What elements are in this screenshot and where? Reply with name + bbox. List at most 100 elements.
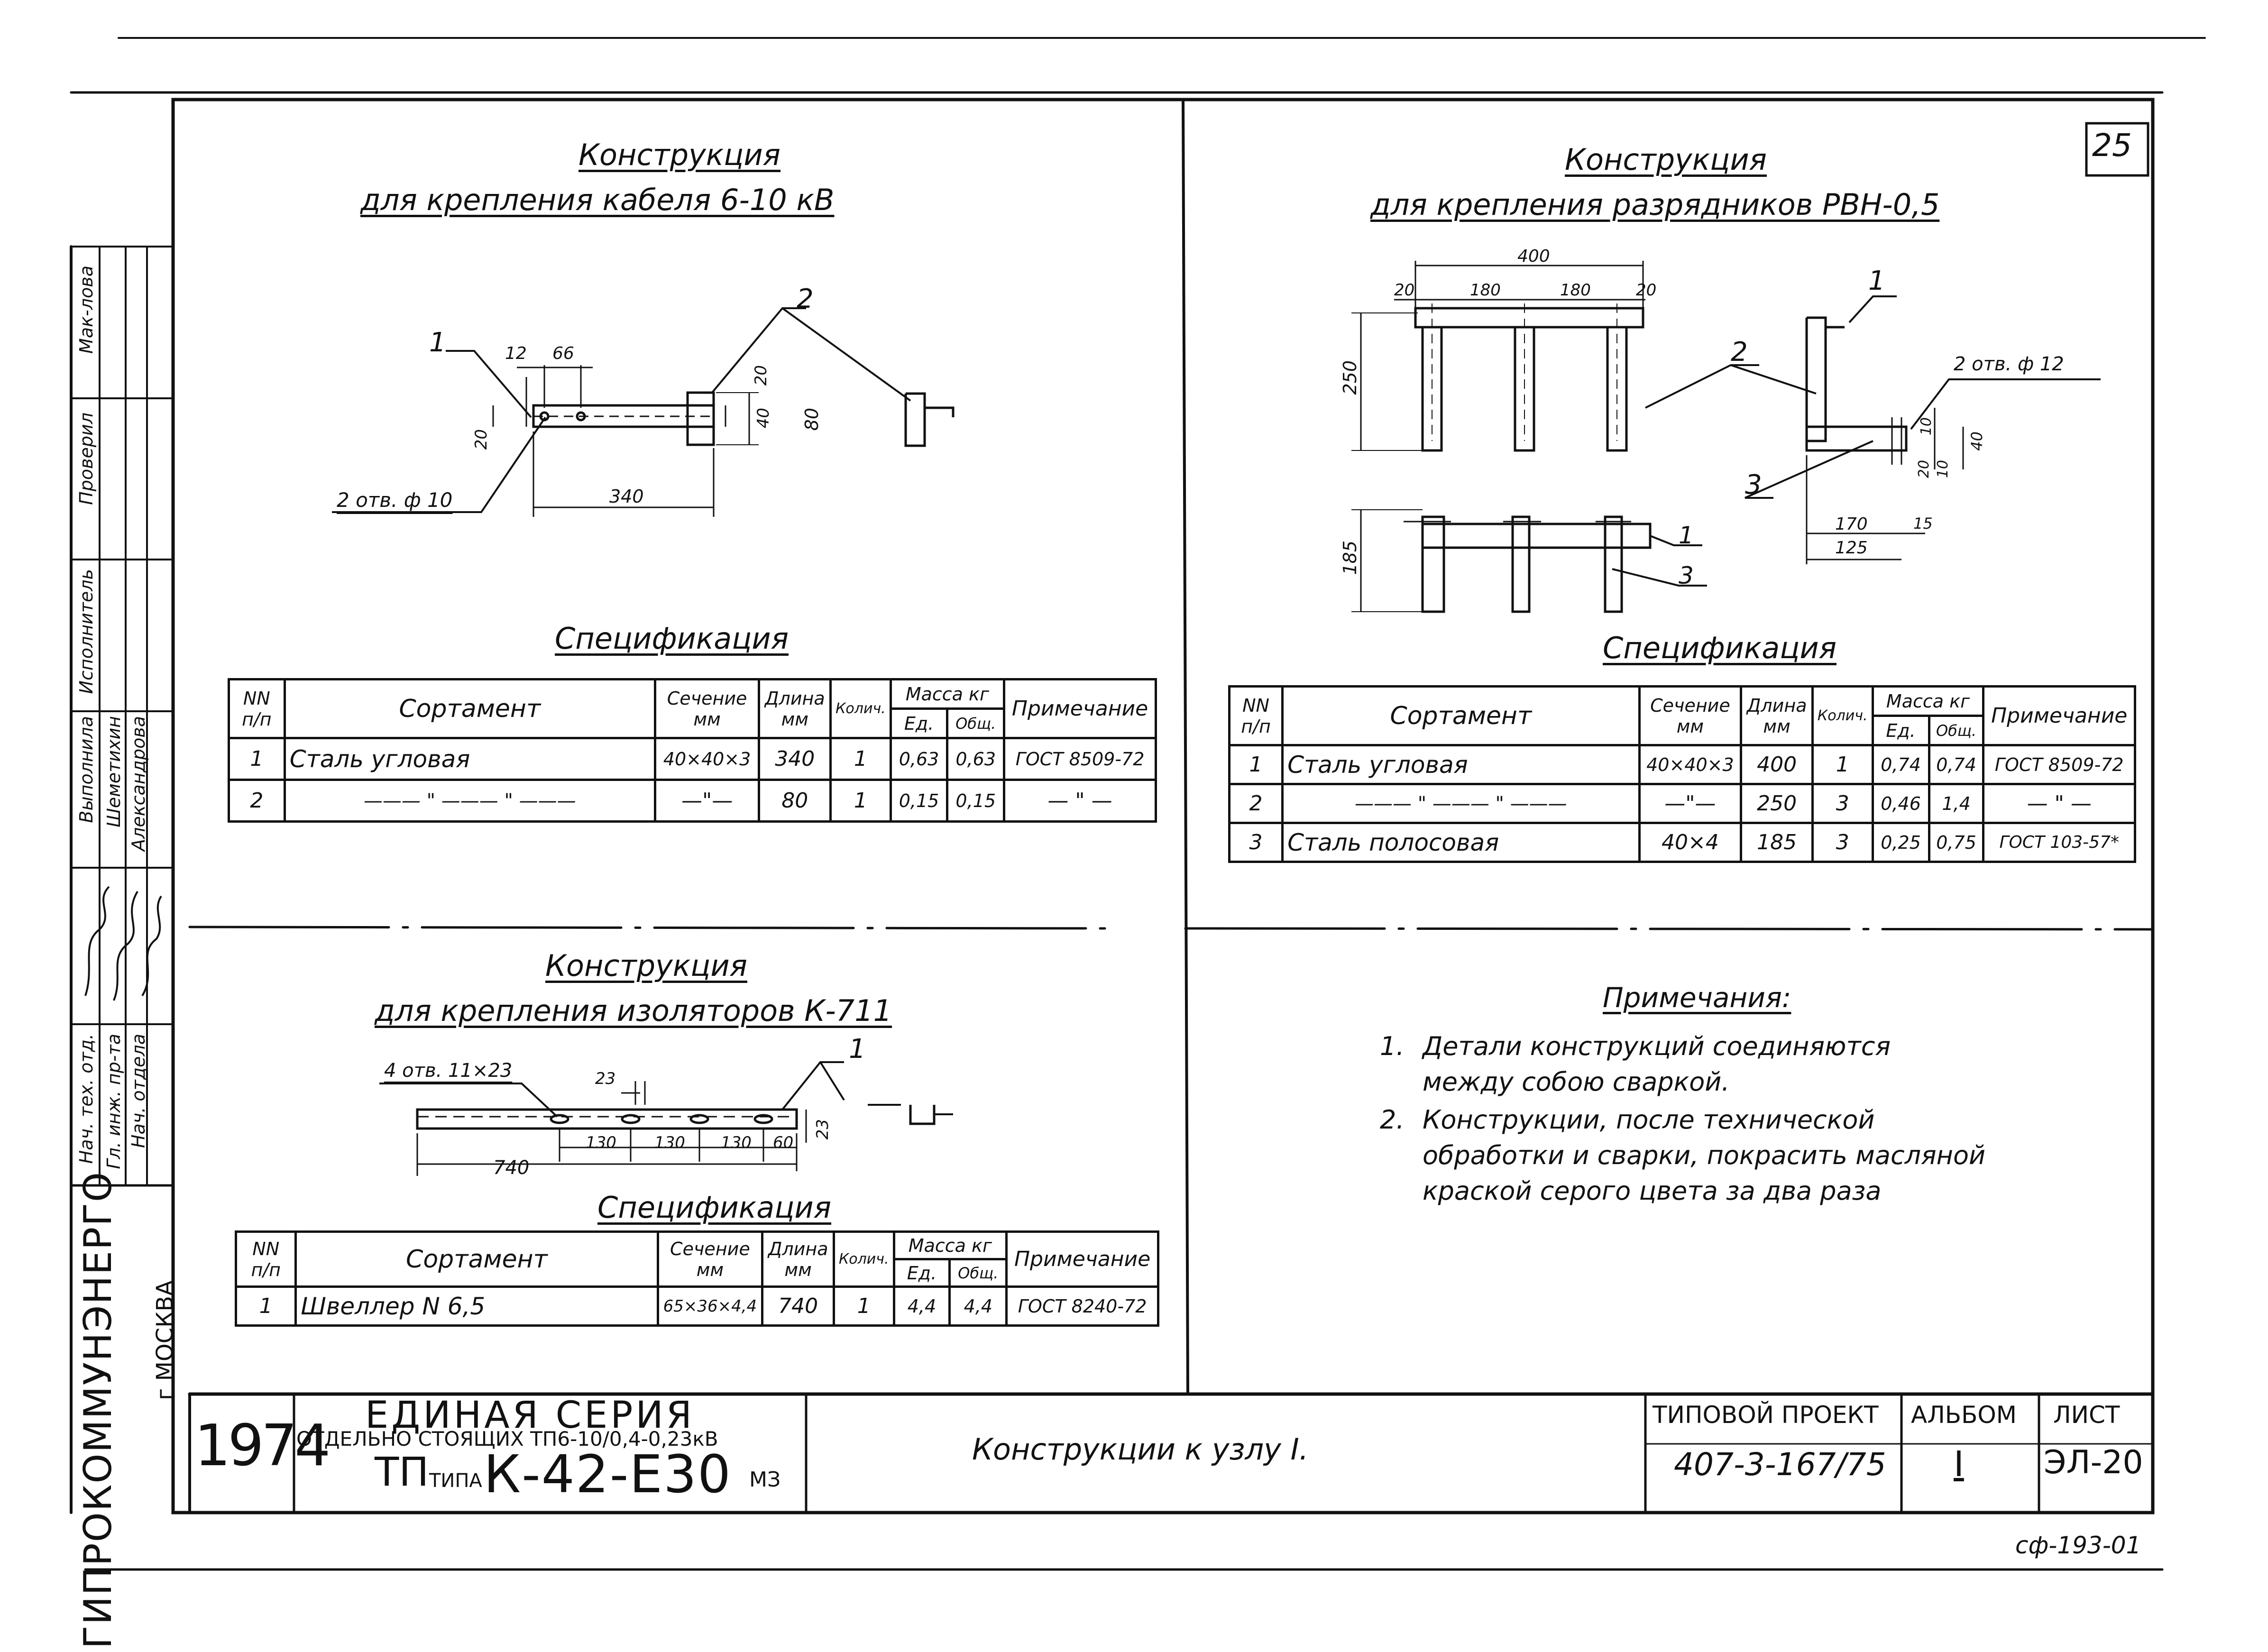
- side-name-2: Александрова: [128, 716, 149, 851]
- insulator-title-2: для крепления изоляторов К-711: [375, 993, 892, 1028]
- tb-list-label: ЛИСТ: [2053, 1401, 2120, 1429]
- arrester-callout-1a: 1: [1868, 266, 1885, 296]
- arrester-dim-40: 40: [1968, 431, 1986, 451]
- side-extra-1: Выполнила: [76, 716, 97, 823]
- spec1-title: Спецификация: [555, 621, 789, 656]
- spec3-h-obsh: Общ.: [948, 1258, 1008, 1288]
- side-org: ГИПРОКОММУНЭНЕРГО: [76, 1171, 120, 1649]
- notes-title: Примечания:: [1603, 982, 1791, 1014]
- spec1-h-ed: Ед.: [889, 707, 949, 739]
- arrester-callout-3a: 3: [1745, 469, 1762, 500]
- tb-year: 1974: [194, 1413, 331, 1479]
- note-2-line2: обработки и сварки, покрасить масляной: [1423, 1140, 1986, 1170]
- cable-dim-66: 66: [552, 344, 574, 363]
- arrester-dim-20c: 20: [1916, 460, 1932, 478]
- spec3-title: Спецификация: [597, 1190, 832, 1225]
- spec3-h-prim: Примечание: [1005, 1230, 1159, 1288]
- side-role-3: Нач. отдела: [128, 1034, 149, 1148]
- insulator-dim-130a: 130: [586, 1133, 616, 1152]
- arrester-dim-10a: 10: [1918, 417, 1935, 436]
- arrester-dim-170: 170: [1835, 514, 1868, 534]
- tb-series-1: ЕДИНАЯ СЕРИЯ: [365, 1394, 695, 1437]
- note-2-line1: Конструкции, после технической: [1423, 1105, 1875, 1135]
- note-2-line3: краской серого цвета за два раза: [1423, 1176, 1882, 1206]
- tb-project-label: ТИПОВОЙ ПРОЕКТ: [1653, 1401, 1879, 1429]
- spec1-h-sort: Сортамент: [283, 678, 656, 739]
- tb-series-3d: МЗ: [749, 1468, 781, 1492]
- cable-hole-note: 2 отв. ф 10: [337, 488, 453, 512]
- cable-dim-12: 12: [505, 344, 527, 363]
- table-row: 2 ——— " ——— " ——— —"— 80 1 0,15 0,15 — "…: [228, 779, 1157, 823]
- insulator-dim-60: 60: [773, 1133, 794, 1152]
- table-row: 3 Сталь полосовая 40×4 185 3 0,25 0,75 Г…: [1228, 822, 2136, 863]
- table-row: 1 Сталь угловая 40×40×3 340 1 0,63 0,63 …: [228, 737, 1157, 781]
- channel-bracket-drawing: [379, 1061, 953, 1176]
- cable-dim-20a: 20: [752, 365, 771, 386]
- note-1-line1: Детали конструкций соединяются: [1423, 1031, 1891, 1061]
- bottom-stamp: сф-193-01: [2015, 1532, 2141, 1559]
- tb-project-value: 407-3-167/75: [1674, 1446, 1886, 1483]
- arrester-dim-10b: 10: [1935, 460, 1951, 478]
- cable-callout-1: 1: [429, 327, 446, 358]
- arrester-callout-3b: 3: [1679, 562, 1694, 589]
- spec2-h-sort: Сортамент: [1281, 685, 1641, 746]
- insulator-callout-1: 1: [849, 1034, 866, 1065]
- arrester-callout-2: 2: [1731, 337, 1748, 367]
- spec3-h-sort: Сортамент: [294, 1230, 659, 1288]
- arrester-dim-250: 250: [1340, 360, 1360, 395]
- table-row: 2 ——— " ——— " ——— —"— 250 3 0,46 1,4 — "…: [1228, 783, 2136, 824]
- side-role-1: Нач. тех. отд.: [76, 1034, 97, 1164]
- spec3-h-ed: Ед.: [892, 1258, 951, 1288]
- signature-marks: [84, 886, 162, 1001]
- side-extra-2: Проверил: [76, 413, 97, 505]
- spec1-h-qty: Колич.: [829, 678, 892, 739]
- spec3-h-mass: Масса кг: [892, 1230, 1008, 1260]
- cable-title-1: Конструкция: [578, 138, 780, 172]
- arrester-dim-400: 400: [1517, 247, 1550, 266]
- side-name-1: Шеметихин: [103, 716, 124, 827]
- insulator-dim-130b: 130: [654, 1133, 685, 1152]
- tb-sheet-title: Конструкции к узлу I.: [972, 1432, 1309, 1467]
- arrester-dim-20a: 20: [1394, 281, 1415, 300]
- tb-list-value: ЭЛ-20: [2044, 1444, 2143, 1481]
- side-name-3: Мак-лова: [76, 266, 97, 354]
- spec2-h-ed: Ед.: [1871, 715, 1930, 746]
- spec2-h-qty: Колич.: [1811, 685, 1874, 746]
- arrester-dim-20b: 20: [1636, 281, 1657, 300]
- tb-series-3c: К-42-Е30: [484, 1444, 732, 1505]
- cable-dim-80: 80: [801, 408, 822, 431]
- sheet-number: 25: [2092, 127, 2132, 164]
- spec1-h-mass: Масса кг: [889, 678, 1006, 710]
- side-role-2: Гл. инж. пр-та: [103, 1034, 124, 1169]
- tb-album-value: I: [1954, 1444, 1964, 1485]
- arrester-title-2: для крепления разрядников РВН-0,5: [1370, 187, 1940, 222]
- arrester-dim-180a: 180: [1470, 281, 1501, 300]
- cable-dim-40: 40: [754, 408, 773, 429]
- insulator-title-1: Конструкция: [545, 948, 747, 983]
- side-role-4: Исполнитель: [76, 569, 97, 694]
- tb-series-3b: ТИПА: [429, 1470, 482, 1492]
- insulator-dim-130c: 130: [721, 1133, 752, 1152]
- spec1-h-obsh: Общ.: [946, 707, 1006, 739]
- arrester-dim-185: 185: [1340, 541, 1360, 575]
- cable-dim-20b: 20: [472, 429, 491, 450]
- table-row: 1 Сталь угловая 40×40×3 400 1 0,74 0,74 …: [1228, 744, 2136, 785]
- arrester-hole-note: 2 отв. ф 12: [1954, 353, 2064, 375]
- table-row: 1 Швеллер N 6,5 65×36×4,4 740 1 4,4 4,4 …: [234, 1285, 1159, 1327]
- cable-title-2: для крепления кабеля 6-10 кВ: [360, 183, 835, 217]
- tb-series-3a: ТП: [375, 1449, 429, 1495]
- cable-callout-2: 2: [797, 284, 814, 314]
- note-2-num: 2.: [1380, 1105, 1405, 1135]
- arrester-title-1: Конструкция: [1565, 142, 1767, 177]
- spec2-title: Спецификация: [1603, 631, 1837, 665]
